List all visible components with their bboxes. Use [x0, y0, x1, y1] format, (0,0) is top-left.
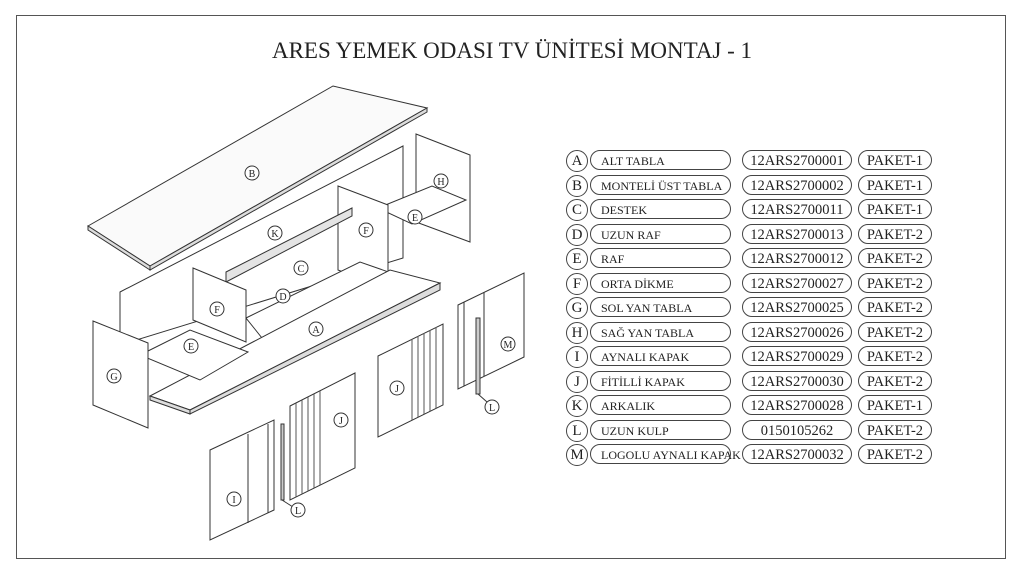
part-c-support [225, 207, 353, 283]
part-l-handle-2 [475, 317, 481, 395]
part-code: 12ARS2700026 [742, 321, 852, 342]
part-package: PAKET-1 [858, 150, 932, 170]
part-letter: K [566, 395, 588, 417]
part-code: 12ARS2700028 [742, 395, 852, 415]
label-c: C [298, 264, 305, 275]
part-j-fluted-door-2 [377, 323, 444, 438]
part-m-logo-mirror-door [457, 272, 525, 390]
part-letter: B [566, 174, 588, 197]
part-code: 12ARS2700012 [742, 248, 852, 268]
part-name: MONTELİ ÜST TABLA [590, 174, 731, 195]
label-f-2: F [363, 226, 369, 237]
label-l: L [295, 506, 301, 517]
label-i: I [232, 495, 235, 506]
part-package: PAKET-2 [858, 248, 932, 268]
part-letter: H [566, 321, 588, 344]
part-letter: I [566, 346, 588, 368]
part-code: 12ARS2700001 [742, 150, 852, 170]
label-h: H [437, 177, 444, 188]
label-l-2: L [489, 403, 495, 414]
part-name: AYNALI KAPAK [590, 346, 731, 366]
label-m: M [504, 340, 513, 351]
part-name: SAĞ YAN TABLA [590, 321, 731, 342]
part-package: PAKET-2 [858, 370, 932, 391]
label-e-2: E [188, 342, 194, 353]
part-package: PAKET-2 [858, 419, 932, 440]
part-code: 12ARS2700027 [742, 272, 852, 293]
part-letter: F [566, 272, 588, 295]
part-letter: M [566, 444, 588, 466]
part-package: PAKET-2 [858, 444, 932, 464]
part-l-handle [280, 423, 285, 501]
drawing-frame [16, 15, 1006, 559]
part-package: PAKET-1 [858, 174, 932, 195]
part-j-fluted-door [289, 372, 356, 501]
part-code: 12ARS2700002 [742, 174, 852, 195]
part-name: ALT TABLA [590, 150, 731, 170]
part-code: 12ARS2700011 [742, 199, 852, 219]
part-e-right-shelf [376, 185, 468, 225]
part-code: 12ARS2700030 [742, 370, 852, 391]
part-package: PAKET-1 [858, 199, 932, 219]
part-letter: E [566, 248, 588, 270]
part-letter: J [566, 370, 588, 393]
page-title: ARES YEMEK ODASI TV ÜNİTESİ MONTAJ - 1 [271, 38, 753, 63]
part-letter: A [566, 150, 588, 172]
part-name: SOL YAN TABLA [590, 297, 731, 317]
label-d: D [279, 292, 286, 303]
part-code: 0150105262 [742, 419, 852, 440]
part-package: PAKET-2 [858, 223, 932, 244]
part-package: PAKET-2 [858, 272, 932, 293]
label-b: B [249, 169, 256, 180]
part-name: ARKALIK [590, 395, 731, 415]
part-package: PAKET-1 [858, 395, 932, 415]
part-letter: D [566, 223, 588, 246]
part-code: 12ARS2700013 [742, 223, 852, 244]
label-g: G [110, 372, 117, 383]
part-name: RAF [590, 248, 731, 268]
label-a: A [312, 325, 320, 336]
label-j: J [339, 416, 343, 427]
part-e-left-shelf [138, 329, 250, 381]
part-i-mirror-door [209, 419, 275, 541]
part-name: LOGOLU AYNALI KAPAK [590, 444, 741, 464]
label-e: E [412, 213, 418, 224]
label-f: F [214, 305, 220, 316]
part-name: UZUN KULP [590, 419, 731, 440]
part-letter: G [566, 297, 588, 319]
part-letter: C [566, 199, 588, 221]
part-name: DESTEK [590, 199, 731, 219]
part-k-back-panel [119, 145, 404, 346]
part-letter: L [566, 419, 588, 442]
label-k: K [271, 229, 279, 240]
part-code: 12ARS2700025 [742, 297, 852, 317]
part-package: PAKET-2 [858, 346, 932, 366]
part-code: 12ARS2700029 [742, 346, 852, 366]
part-name: FİTİLLİ KAPAK [590, 370, 731, 391]
diagram-labels [106, 165, 516, 518]
part-name: UZUN RAF [590, 223, 731, 244]
part-package: PAKET-2 [858, 321, 932, 342]
label-j-2: J [395, 384, 399, 395]
part-code: 12ARS2700032 [742, 444, 852, 464]
part-package: PAKET-2 [858, 297, 932, 317]
part-name: ORTA DİKME [590, 272, 731, 293]
